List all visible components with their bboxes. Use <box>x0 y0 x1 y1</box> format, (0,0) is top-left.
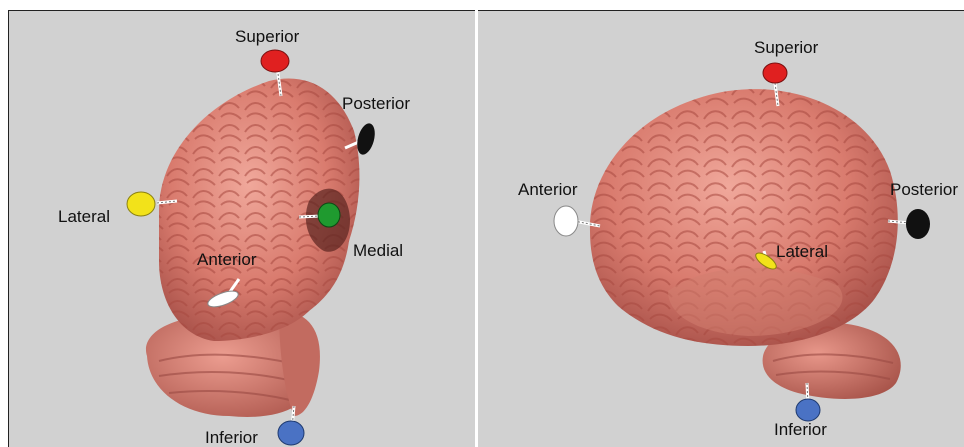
anterior-pin-head <box>554 206 578 236</box>
superior-pin-head <box>763 63 787 83</box>
label-superior: Superior <box>235 28 299 45</box>
label-anterior: Anterior <box>518 181 578 198</box>
superior-pin-head <box>261 50 289 72</box>
label-inferior: Inferior <box>205 429 258 446</box>
posterior-pin-head <box>906 209 930 239</box>
label-posterior: Posterior <box>342 95 410 112</box>
label-inferior: Inferior <box>774 421 827 438</box>
left-brain-panel: Superior Posterior Lateral Medial Anteri… <box>8 10 475 447</box>
label-superior: Superior <box>754 39 818 56</box>
left-brain-illustration <box>9 11 475 447</box>
label-medial: Medial <box>353 242 403 259</box>
lateral-pin-head <box>127 192 155 216</box>
right-brain-panel: Superior Anterior Posterior Lateral Infe… <box>478 10 964 447</box>
label-lateral: Lateral <box>776 243 828 260</box>
medial-pin-head <box>318 203 340 227</box>
inferior-pin-head <box>796 399 820 421</box>
label-anterior: Anterior <box>197 251 257 268</box>
right-brain-illustration <box>478 11 964 447</box>
label-lateral: Lateral <box>58 208 110 225</box>
label-posterior: Posterior <box>890 181 958 198</box>
inferior-pin-head <box>278 421 304 445</box>
